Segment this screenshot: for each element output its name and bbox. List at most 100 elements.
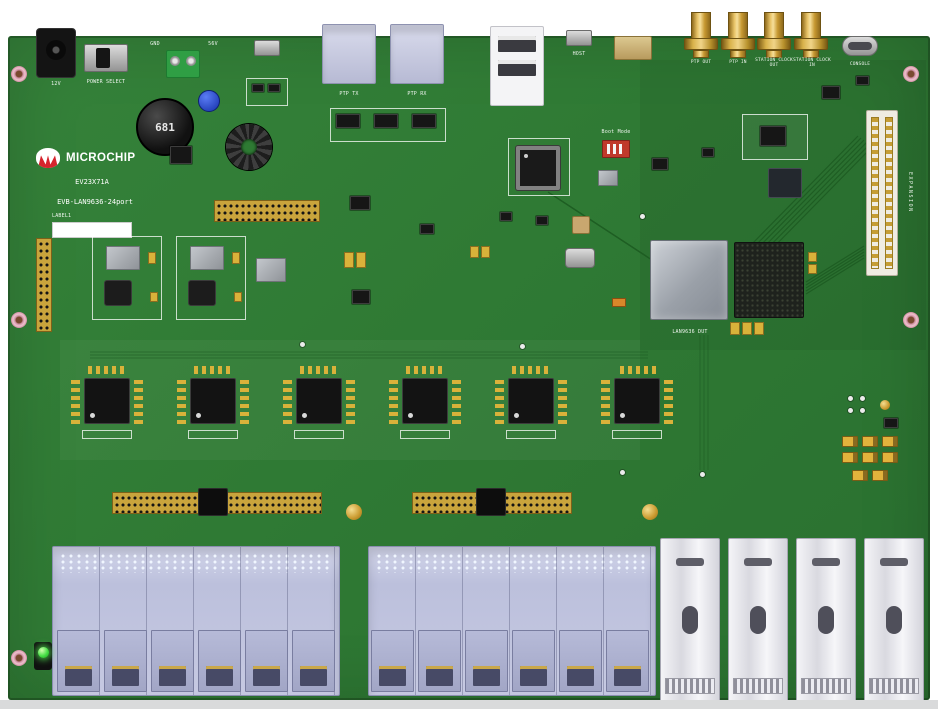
sma-nut-icon (757, 38, 791, 50)
sma-base (803, 50, 819, 58)
power-select-label: POWER SELECT (86, 79, 126, 85)
rj45-port (371, 630, 414, 692)
smd-ic (170, 146, 192, 164)
rj45-port (57, 630, 100, 692)
board-id-text: EV23X71A (75, 178, 109, 186)
boot-mode-dip-switch (602, 140, 630, 158)
phy-chip (614, 378, 660, 424)
micro-usb-port (254, 40, 280, 56)
vin-dc-label: 12V (51, 81, 61, 87)
rj45-port (198, 630, 241, 692)
tantalum-capacitor (862, 436, 878, 447)
sma-label: PTP OUT (690, 60, 712, 65)
jack-bore-icon (46, 40, 66, 60)
sfp-slot-icon (812, 558, 840, 566)
smd-capacitor (470, 246, 479, 258)
sma-nut-icon (721, 38, 755, 50)
regulator-heatsink (106, 246, 140, 270)
sfp-slot-icon (880, 558, 908, 566)
phy-label-outline (612, 430, 662, 439)
sma-base (730, 50, 746, 58)
capacitor-array (601, 380, 610, 424)
smd-ic (822, 86, 840, 99)
expansion-label: EXPANSION (907, 171, 913, 213)
rj45-port (104, 630, 147, 692)
capacitor-array (664, 380, 673, 424)
tantalum-capacitor (862, 452, 878, 463)
usb-port-opening (498, 36, 536, 52)
product-name-text: EVB-LAN9636-24port (57, 198, 133, 206)
capacitor-array (389, 380, 398, 424)
oscillator (565, 248, 595, 268)
mounting-hole (11, 66, 27, 82)
mounting-hole (903, 312, 919, 328)
test-point (620, 470, 625, 475)
smd-ic (652, 158, 668, 170)
console-label: CONSOLE (849, 62, 871, 67)
mounting-hole (11, 650, 27, 666)
soic-chip (412, 114, 436, 128)
capacitor-array (88, 366, 126, 374)
sma-connector (764, 12, 784, 40)
smd-capacitor (232, 252, 240, 264)
smd-ic (760, 126, 786, 146)
rj45-port (606, 630, 649, 692)
led-dome-icon (38, 647, 49, 658)
capacitor-array (558, 380, 567, 424)
pin-header (214, 200, 320, 222)
sma-connector (728, 12, 748, 40)
smd-ic (350, 196, 370, 210)
ptp-transformer-module (390, 24, 444, 84)
phy-chip (508, 378, 554, 424)
rj45-port (151, 630, 194, 692)
soic-chip (374, 114, 398, 128)
sfp-latch-icon (750, 606, 766, 634)
microchip-logo (36, 148, 60, 168)
capacitor-array (620, 366, 658, 374)
smd-capacitor (742, 322, 752, 335)
regulator-outline (176, 236, 246, 320)
sfp-slot-icon (744, 558, 772, 566)
capacitor-array (300, 366, 338, 374)
test-point (300, 342, 305, 347)
smd-capacitor (234, 292, 242, 302)
capacitor-array (283, 380, 292, 424)
label1-text: LABEL1 (52, 213, 72, 219)
sma-base (766, 50, 782, 58)
test-point (848, 396, 853, 401)
capacitor-array (177, 380, 186, 424)
smd-ic (352, 290, 370, 304)
tantalum-capacitor (842, 436, 858, 447)
jumper-block (476, 488, 506, 516)
smd-capacitor (754, 322, 764, 335)
silkscreen-outline (330, 108, 446, 142)
switch-knob-icon (96, 48, 110, 68)
rj45-port (292, 630, 335, 692)
smd-capacitor (344, 252, 354, 268)
phy-label-outline (82, 430, 132, 439)
smd-ic (884, 418, 898, 428)
jumper-block (198, 488, 228, 516)
smd-capacitor (808, 264, 817, 274)
ptp-tx-label: PTP TX (339, 91, 359, 97)
ic-chip (768, 168, 802, 198)
soic-chip (336, 114, 360, 128)
smd-capacitor (150, 292, 158, 302)
pin-header (36, 238, 52, 332)
regulator-outline (92, 236, 162, 320)
silkscreen-outline (508, 138, 570, 196)
sfp-latch-icon (818, 606, 834, 634)
terminal-screw-icon (186, 56, 196, 66)
phy-chip (190, 378, 236, 424)
smd-ic (598, 170, 618, 186)
silkscreen-outline (246, 78, 288, 106)
test-point (640, 214, 645, 219)
test-point (860, 408, 865, 413)
capacitor-array (452, 380, 461, 424)
smd-ic (500, 212, 512, 221)
sma-label: PTP IN (729, 60, 747, 65)
v56-label: 56V (208, 41, 218, 47)
main-ic-heatsink (650, 240, 728, 320)
capacitor-array (240, 380, 249, 424)
phy-chip (296, 378, 342, 424)
